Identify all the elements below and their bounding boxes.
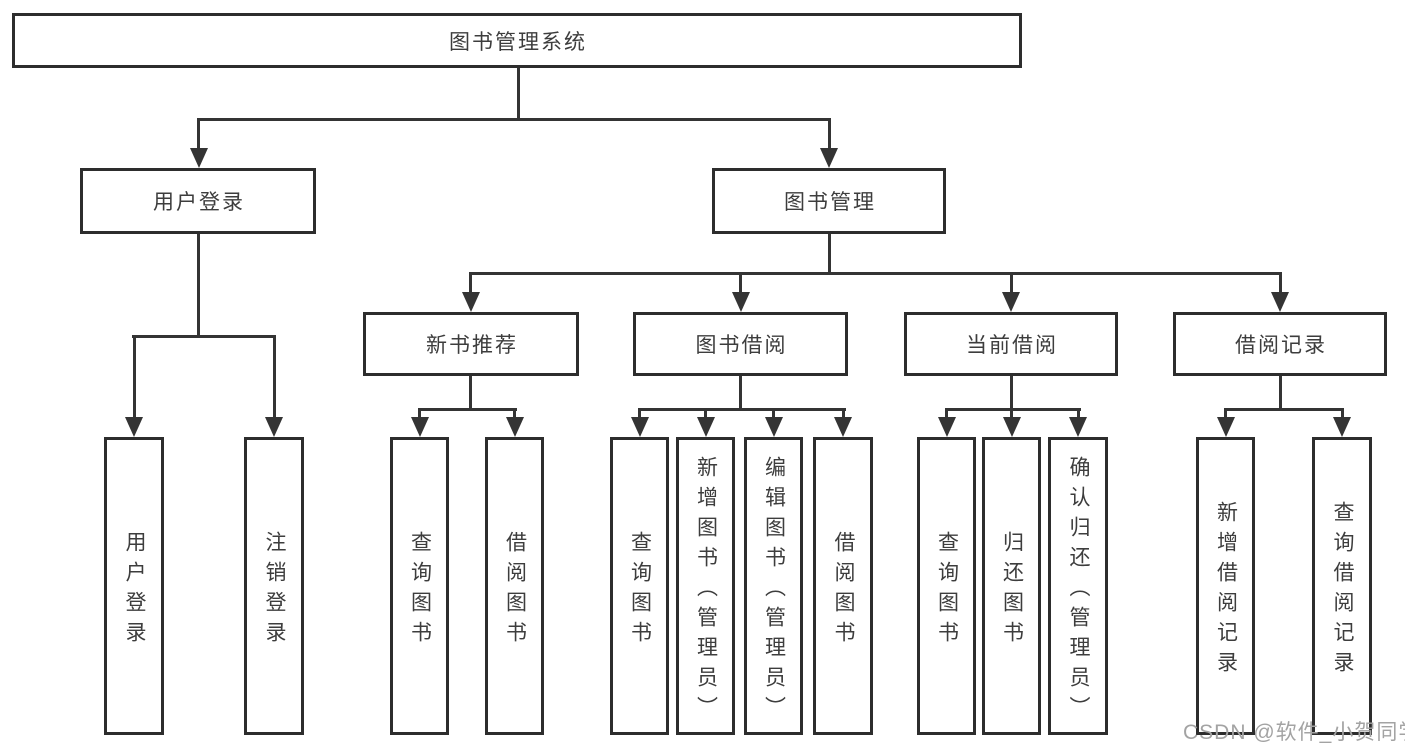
connector-line xyxy=(828,234,831,272)
arrowhead-down-icon xyxy=(411,417,429,437)
leaf-label: 查询借阅记录 xyxy=(1331,500,1354,681)
leaf-add-borrow-record: 新增借阅记录 xyxy=(1196,437,1255,735)
leaf-label: 查询图书 xyxy=(628,530,652,651)
arrowhead-down-icon xyxy=(820,148,838,168)
arrowhead-down-icon xyxy=(1069,417,1087,437)
connector-line xyxy=(739,376,742,408)
leaf-label: 用户登录 xyxy=(123,530,146,651)
node-new-book-recommend: 新书推荐 xyxy=(363,312,579,376)
connector-line xyxy=(273,335,276,417)
node-label: 图书管理系统 xyxy=(449,30,587,54)
connector-line xyxy=(638,408,846,411)
connector-line xyxy=(704,408,707,417)
leaf-borrow-books-2: 借阅图书 xyxy=(813,437,873,735)
connector-line xyxy=(1224,408,1344,411)
arrowhead-down-icon xyxy=(190,148,208,168)
arrowhead-down-icon xyxy=(1217,417,1235,437)
leaf-query-borrow-record: 查询借阅记录 xyxy=(1312,437,1372,735)
csdn-watermark: CSDN @软件_小贺同学 xyxy=(1183,721,1405,744)
node-label: 新书推荐 xyxy=(426,334,518,357)
connector-line xyxy=(1279,376,1282,408)
leaf-query-books-3: 查询图书 xyxy=(917,437,976,735)
connector-line xyxy=(418,408,517,411)
arrowhead-down-icon xyxy=(1002,292,1020,312)
connector-line xyxy=(1077,408,1080,417)
node-label: 借阅记录 xyxy=(1235,334,1327,357)
connector-line xyxy=(133,335,136,417)
connector-line xyxy=(132,335,276,338)
leaf-label: 编辑图书（管理员） xyxy=(762,455,786,726)
connector-line xyxy=(469,376,472,408)
node-current-borrow: 当前借阅 xyxy=(904,312,1118,376)
node-label: 当前借阅 xyxy=(966,334,1058,357)
leaf-label: 注销登录 xyxy=(263,530,286,651)
node-label: 图书借阅 xyxy=(695,334,788,357)
arrowhead-down-icon xyxy=(765,417,783,437)
connector-line xyxy=(1010,376,1013,408)
arrowhead-down-icon xyxy=(125,417,143,437)
connector-line xyxy=(197,234,200,335)
node-label: 用户登录 xyxy=(153,191,245,214)
leaf-label: 借阅图书 xyxy=(503,530,527,651)
connector-line xyxy=(772,408,775,417)
leaf-user-login: 用户登录 xyxy=(104,437,164,735)
arrowhead-down-icon xyxy=(1003,417,1021,437)
leaf-label: 确认归还（管理员） xyxy=(1067,455,1090,726)
arrowhead-down-icon xyxy=(732,292,750,312)
arrowhead-down-icon xyxy=(834,417,852,437)
arrowhead-down-icon xyxy=(506,417,524,437)
node-borrow-records: 借阅记录 xyxy=(1173,312,1387,376)
leaf-logout: 注销登录 xyxy=(244,437,304,735)
leaf-return-books: 归还图书 xyxy=(982,437,1041,735)
connector-line xyxy=(1224,408,1227,417)
leaf-label: 查询图书 xyxy=(408,530,432,651)
leaf-label: 新增借阅记录 xyxy=(1214,500,1238,681)
connector-line xyxy=(197,118,831,121)
leaf-label: 归还图书 xyxy=(1000,530,1024,651)
connector-line xyxy=(469,272,1282,275)
node-label: 图书管理 xyxy=(784,191,876,214)
leaf-label: 新增图书（管理员） xyxy=(694,455,718,726)
connector-line xyxy=(469,272,472,292)
node-user-login: 用户登录 xyxy=(80,168,316,234)
connector-line xyxy=(517,68,520,118)
arrowhead-down-icon xyxy=(1271,292,1289,312)
arrowhead-down-icon xyxy=(938,417,956,437)
node-book-management: 图书管理 xyxy=(712,168,946,234)
arrowhead-down-icon xyxy=(1333,417,1351,437)
connector-line xyxy=(418,408,421,417)
connector-line xyxy=(513,408,516,417)
node-book-borrow: 图书借阅 xyxy=(633,312,848,376)
arrowhead-down-icon xyxy=(462,292,480,312)
connector-line xyxy=(828,118,831,148)
arrowhead-down-icon xyxy=(697,417,715,437)
leaf-edit-books-admin: 编辑图书（管理员） xyxy=(744,437,803,735)
connector-line xyxy=(1341,408,1344,417)
leaf-label: 借阅图书 xyxy=(832,530,855,651)
connector-line xyxy=(945,408,948,417)
connector-line xyxy=(1010,408,1013,417)
connector-line xyxy=(1010,272,1013,292)
leaf-query-books-2: 查询图书 xyxy=(610,437,669,735)
node-library-system: 图书管理系统 xyxy=(12,13,1022,68)
leaf-label: 查询图书 xyxy=(935,530,959,651)
connector-line xyxy=(638,408,641,417)
leaf-query-books-1: 查询图书 xyxy=(390,437,449,735)
connector-line xyxy=(945,408,1081,411)
connector-line xyxy=(197,118,200,148)
connector-line xyxy=(739,272,742,292)
arrowhead-down-icon xyxy=(631,417,649,437)
leaf-add-books-admin: 新增图书（管理员） xyxy=(676,437,735,735)
connector-line xyxy=(842,408,845,417)
leaf-confirm-return-admin: 确认归还（管理员） xyxy=(1048,437,1108,735)
arrowhead-down-icon xyxy=(265,417,283,437)
leaf-borrow-books-1: 借阅图书 xyxy=(485,437,544,735)
connector-line xyxy=(1279,272,1282,292)
